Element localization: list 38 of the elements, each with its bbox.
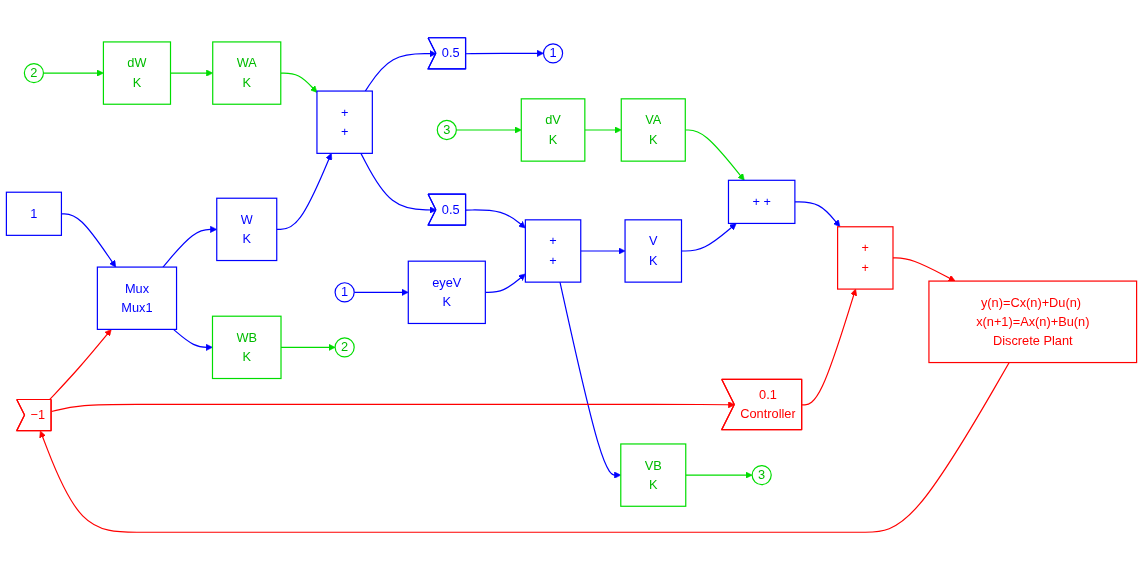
arrow bbox=[48, 329, 112, 401]
node-circle: 2 bbox=[23, 62, 45, 84]
node-circle: 1 bbox=[334, 282, 355, 303]
arrow bbox=[364, 50, 437, 92]
node-box: y(n)=Cx(n)+Du(n) x(n+1)=Ax(n)+Bu(n) Discrete Plant bbox=[928, 280, 1138, 364]
arrow bbox=[892, 257, 956, 282]
arrow bbox=[39, 361, 1010, 533]
arrow bbox=[280, 72, 318, 93]
node-box: VA K bbox=[620, 98, 686, 162]
node-box: VB K bbox=[620, 443, 687, 507]
node-box: V K bbox=[624, 219, 683, 283]
arrow bbox=[172, 328, 213, 351]
arrow bbox=[276, 153, 333, 230]
node-box: W K bbox=[216, 197, 278, 262]
node-box: + + bbox=[727, 179, 796, 225]
arrow bbox=[580, 247, 626, 255]
node-box: WB K bbox=[211, 315, 282, 380]
arrow bbox=[360, 152, 437, 214]
arrow bbox=[801, 288, 858, 406]
node-circle: 3 bbox=[751, 464, 772, 486]
arrow bbox=[685, 471, 753, 479]
arrow bbox=[465, 209, 526, 229]
arrow bbox=[584, 126, 622, 134]
node-box: 1 bbox=[5, 191, 63, 236]
node-box: + + bbox=[524, 219, 582, 283]
node-box: Mux Mux1 bbox=[96, 266, 178, 330]
node-circle: 2 bbox=[334, 337, 355, 358]
arrow bbox=[794, 201, 841, 228]
node-box: WA K bbox=[212, 41, 282, 105]
node-box: + + bbox=[316, 90, 373, 154]
node-box: eyeV K bbox=[407, 260, 486, 325]
node-box: dW K bbox=[102, 41, 172, 105]
node-box: + + bbox=[837, 226, 894, 290]
node-box: dV K bbox=[520, 98, 586, 162]
node-circle: 3 bbox=[436, 119, 457, 141]
arrow bbox=[50, 401, 735, 413]
node-circle: 1 bbox=[542, 43, 564, 64]
arrow bbox=[465, 49, 544, 57]
